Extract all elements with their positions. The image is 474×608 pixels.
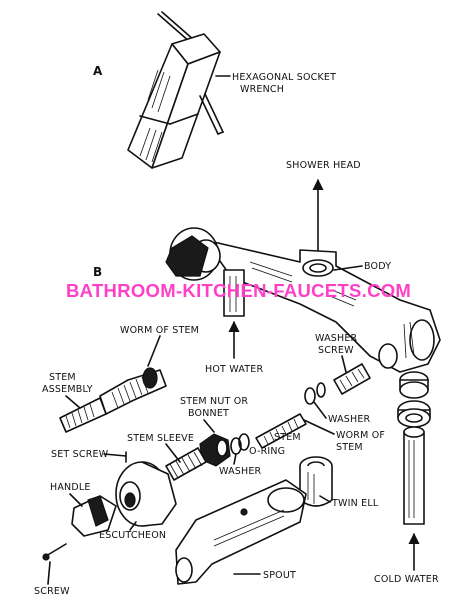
panel-a-label: A bbox=[93, 64, 103, 78]
label-washer-screw-2: SCREW bbox=[318, 345, 354, 356]
label-escutcheon: ESCUTCHEON bbox=[99, 530, 166, 541]
body-top-outlet bbox=[302, 259, 334, 277]
stem-assembly-nut bbox=[142, 367, 158, 389]
stem-assembly bbox=[59, 367, 167, 433]
label-spout: SPOUT bbox=[263, 570, 296, 581]
label-stem-nut-2: BONNET bbox=[188, 408, 229, 419]
hot-water-pipe bbox=[223, 269, 245, 317]
spout-part bbox=[175, 479, 307, 585]
label-set-screw: SET SCREW bbox=[51, 449, 109, 460]
label-cold-water: COLD WATER bbox=[374, 574, 439, 585]
label-hex-wrench-1: HEXAGONAL SOCKET bbox=[232, 72, 336, 83]
watermark-text: BATHROOM-KITCHEN-FAUCETS.COM bbox=[66, 280, 411, 301]
o-ring-part bbox=[238, 433, 250, 451]
label-handle: HANDLE bbox=[50, 482, 91, 493]
socket-hatching bbox=[139, 69, 171, 163]
panel-b-label: B bbox=[93, 265, 102, 279]
socket-right-face bbox=[151, 51, 221, 169]
label-stem: STEM bbox=[274, 432, 301, 443]
valve-body bbox=[165, 227, 441, 373]
stem-sleeve bbox=[165, 447, 207, 481]
label-shower-head: SHOWER HEAD bbox=[286, 160, 361, 171]
washer-small-right bbox=[316, 382, 326, 398]
body-right-port bbox=[409, 319, 435, 361]
label-screw: SCREW bbox=[34, 586, 70, 597]
escutcheon-part bbox=[115, 461, 177, 527]
body-left-cap-nut bbox=[165, 235, 209, 277]
label-worm-of-stem-top: WORM OF STEM bbox=[120, 325, 199, 336]
body-right-fitting bbox=[378, 343, 398, 369]
label-stem-assembly-2: ASSEMBLY bbox=[42, 384, 93, 395]
label-body: BODY bbox=[364, 261, 391, 272]
label-worm-of-stem-2: STEM bbox=[336, 442, 363, 453]
label-twin-ell: TWIN ELL bbox=[331, 498, 379, 509]
stem-assembly-spline bbox=[59, 397, 107, 433]
label-washer-mid: WASHER bbox=[219, 466, 262, 477]
label-o-ring: O-RING bbox=[249, 446, 285, 457]
label-hex-wrench-2: WRENCH bbox=[240, 84, 284, 95]
label-hot-water: HOT WATER bbox=[205, 364, 263, 375]
screw-part bbox=[42, 543, 67, 561]
label-stem-sleeve: STEM SLEEVE bbox=[127, 433, 194, 444]
body-casting bbox=[204, 239, 441, 373]
washer-screw-part bbox=[333, 363, 371, 395]
label-stem-assembly-1: STEM bbox=[49, 372, 76, 383]
handle-part bbox=[71, 495, 117, 537]
label-washer-screw-1: WASHER bbox=[315, 333, 358, 344]
stem-rod bbox=[255, 413, 307, 449]
label-stem-nut-1: STEM NUT OR bbox=[180, 396, 248, 407]
wrench-handle-bar-bottom bbox=[199, 95, 219, 135]
hex-socket-wrench bbox=[127, 11, 224, 169]
label-washer-right: WASHER bbox=[328, 414, 371, 425]
label-worm-of-stem-1: WORM OF bbox=[336, 430, 385, 441]
